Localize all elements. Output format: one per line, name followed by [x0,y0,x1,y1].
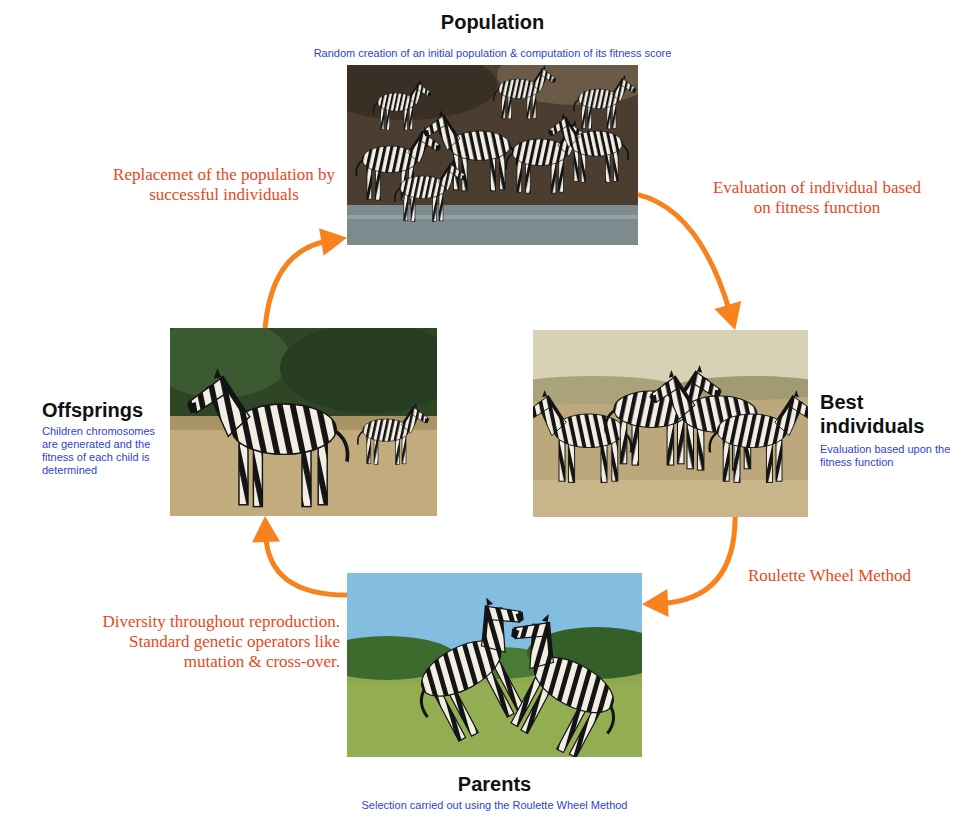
arrow-head [252,516,280,543]
arrow-head [642,589,669,617]
population-photo [317,45,657,245]
best-individuals-photo [503,330,833,517]
cycle-arrow [252,516,347,595]
arrow-line [660,517,735,603]
stage-description: Selection carried out using the Roulette… [197,799,792,812]
step-label: Replacemet of the population by successf… [110,165,338,205]
photo-node: OffspringsChildren chromosomes are gener… [170,328,437,516]
photo-node: Best individualsEvaluation based upon th… [533,330,808,517]
arrow-head [319,228,347,256]
step-label: Diversity throughout reproduction. Stand… [75,612,340,672]
arrow-head [714,301,741,330]
step-label: Evaluation of individual based on fitnes… [712,178,922,218]
stage-heading: Best individuals [820,390,960,438]
arrow-line [265,241,329,328]
arrow-line [638,195,730,313]
arrow-line [266,534,347,595]
stage-heading: Population [194,10,791,34]
stage-description: Children chromosomes are generated and t… [42,425,166,477]
cycle-arrow [638,195,741,330]
step-label: Roulette Wheel Method [748,566,948,586]
stage-description: Random creation of an initial population… [194,47,791,60]
offsprings-photo [150,318,460,516]
parents-photo [317,573,667,767]
cycle-arrow [642,517,735,617]
stage-description: Evaluation based upon the fitness functi… [820,443,968,469]
photo-node: ParentsSelection carried out using the R… [347,573,642,757]
stage-heading: Offsprings [42,398,166,422]
photo-node: PopulationRandom creation of an initial … [347,65,638,245]
stage-heading: Parents [197,772,792,796]
cycle-arrow [265,228,347,328]
